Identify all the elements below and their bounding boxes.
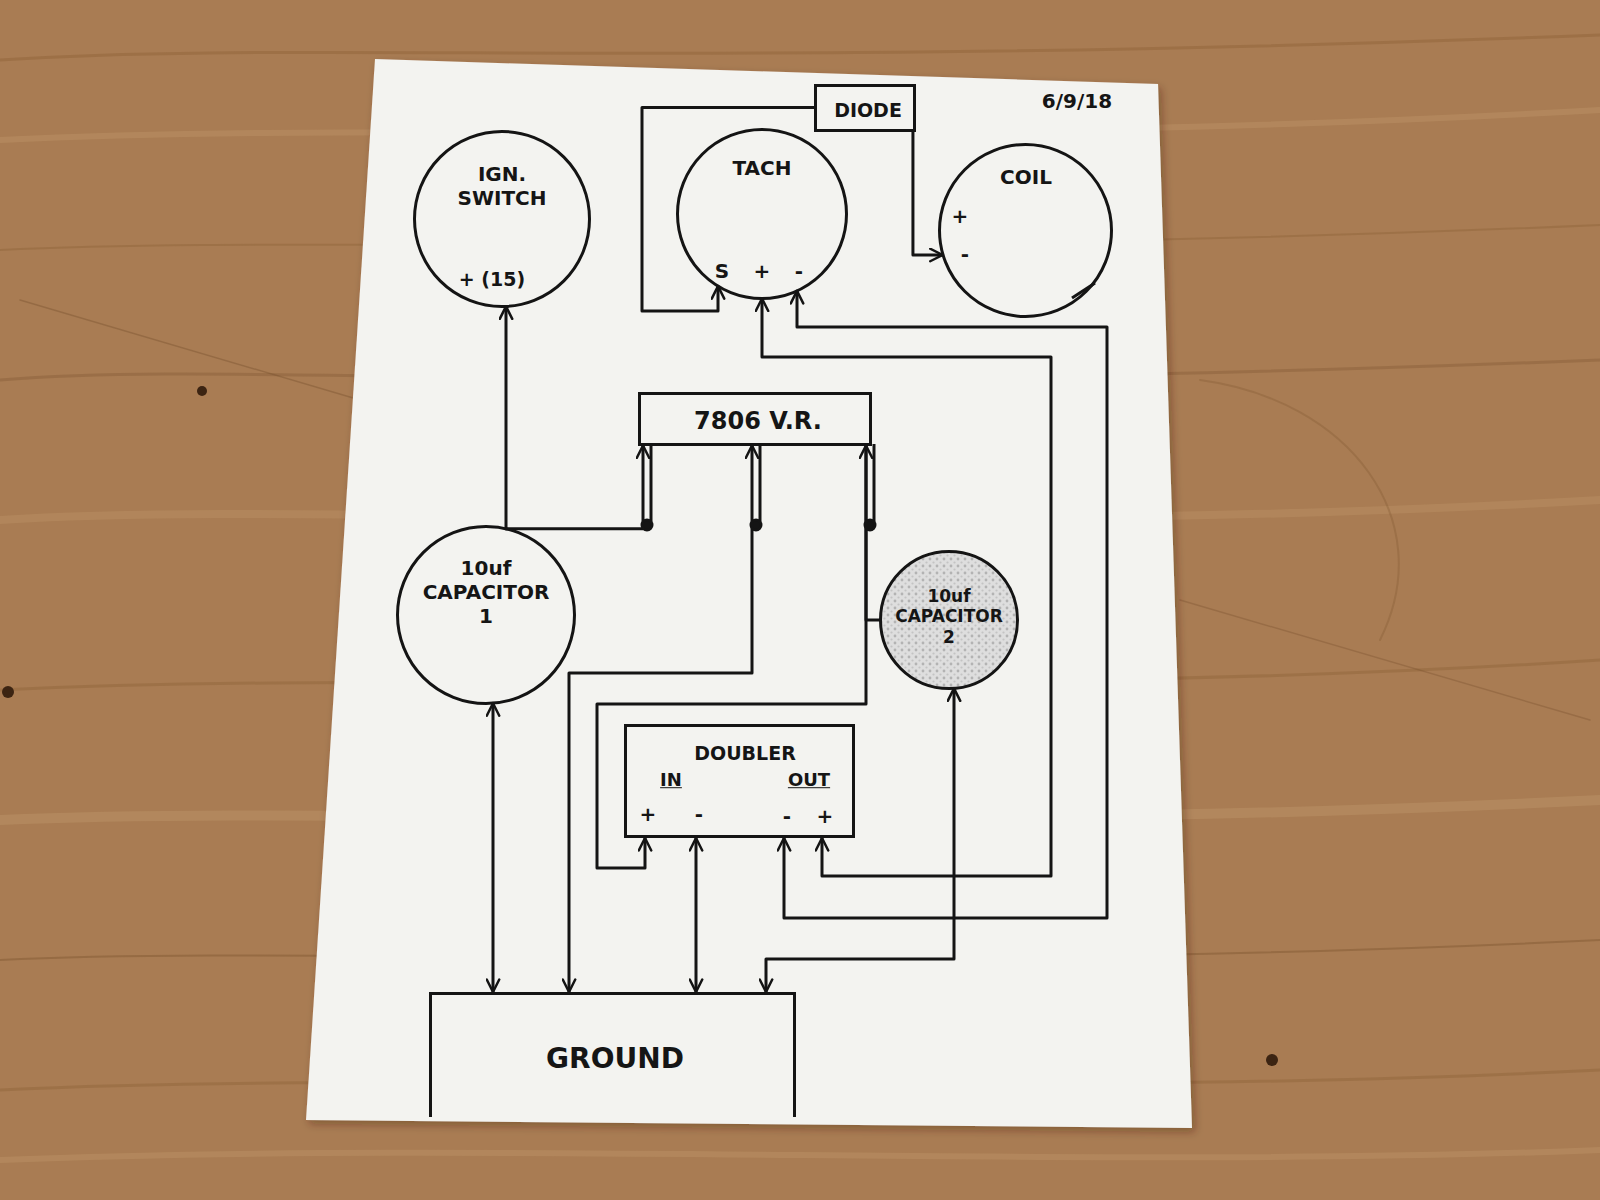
node-title: 10uf CAPACITOR 2	[895, 586, 1003, 647]
wire	[492, 703, 495, 992]
circle-shape	[398, 527, 575, 704]
wood-grain	[0, 35, 1600, 1160]
capacitor-circle: 10uf CAPACITOR 2	[879, 550, 1019, 690]
tach-circle: TACH S +-	[676, 128, 848, 300]
paper-sheet	[306, 59, 1192, 1128]
wire	[695, 838, 698, 992]
circle-shape	[881, 552, 1018, 689]
pin-label: OUT	[788, 769, 830, 791]
wire	[506, 446, 643, 529]
node-title: COIL	[1000, 165, 1052, 189]
capacitor-circle: 10uf CAPACITOR 1	[396, 525, 576, 705]
voltage-regulator-box: 7806 V.R.	[638, 392, 872, 446]
wire	[866, 446, 881, 621]
node-title: DIODE	[834, 99, 902, 122]
node-title: 7806 V.R.	[694, 407, 822, 436]
node-title: GROUND	[546, 1042, 684, 1076]
diode-box: DIODE	[814, 84, 916, 132]
regulator-pin-legs	[642, 444, 875, 530]
node-title: IGN. SWITCH	[458, 162, 547, 210]
node-title: TACH	[733, 156, 792, 180]
wire	[505, 306, 508, 528]
circle-shape	[678, 130, 847, 299]
node-title: DOUBLER	[694, 742, 796, 765]
wire	[784, 291, 1107, 918]
pin-label: -	[961, 242, 969, 266]
pin-label: -	[783, 804, 791, 828]
pin-label: -	[795, 259, 803, 283]
circle-shape	[939, 144, 1111, 316]
circle-shape	[415, 132, 590, 307]
wire	[597, 446, 866, 869]
pin-label: IN	[660, 769, 682, 791]
pin-label: -	[695, 802, 703, 826]
pin-label: +	[640, 802, 657, 826]
date-note: 6/9/18	[1042, 89, 1112, 113]
doubler-box: DOUBLER IN OUT + - - +	[624, 724, 855, 838]
coil-circle: COIL + -	[938, 143, 1113, 318]
wire	[766, 688, 954, 992]
pin-label: +	[952, 204, 969, 228]
ground-box: GROUND	[429, 992, 796, 1117]
pin-label: S	[715, 259, 729, 283]
wire	[762, 299, 1051, 877]
node-title: 10uf CAPACITOR 1	[423, 556, 550, 628]
pin-label: + (15)	[459, 268, 525, 291]
ignition-switch-circle: IGN. SWITCH + (15)	[413, 130, 591, 308]
pin-label: +	[817, 804, 834, 828]
pin-label: +	[754, 259, 771, 283]
